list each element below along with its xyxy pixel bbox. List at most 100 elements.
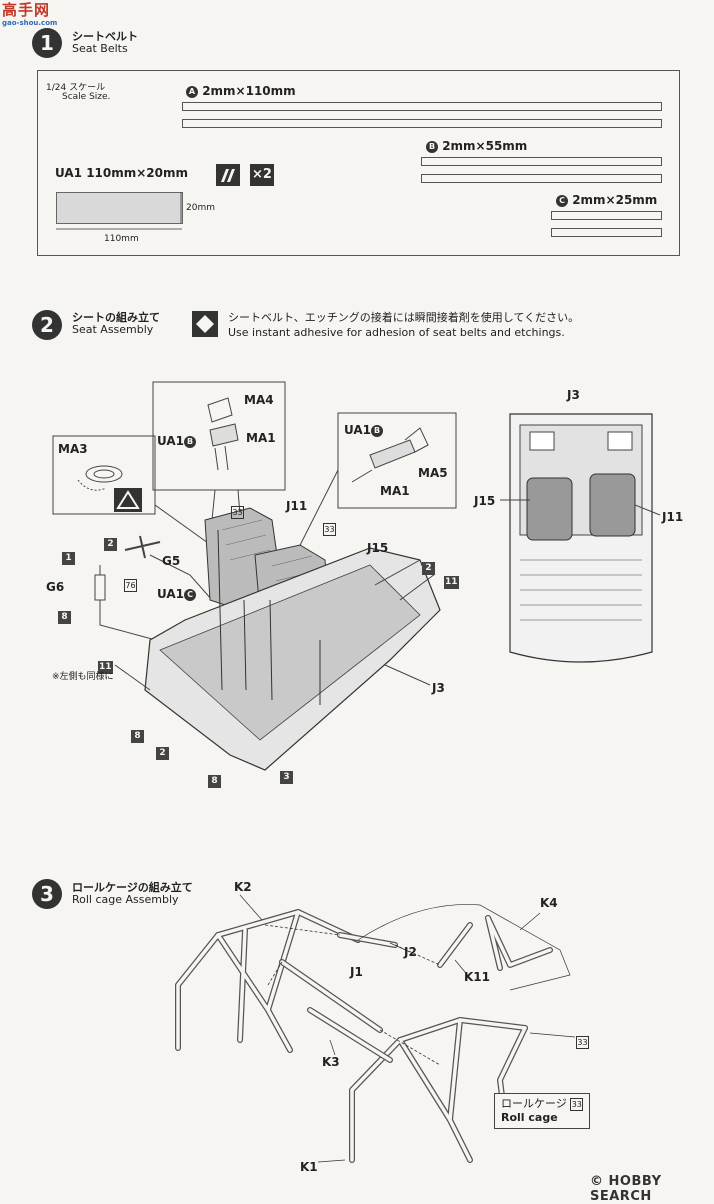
part-j2: J2 <box>404 945 417 959</box>
etching-icon <box>216 164 240 186</box>
roll-cage-legend: ロールケージ 33 Roll cage <box>494 1093 591 1129</box>
belt-c-size: 2mm×25mm <box>572 193 658 207</box>
belt-a-strip-1 <box>182 102 662 111</box>
step-1-title-en: Seat Belts <box>72 42 128 55</box>
part-j3-top: J3 <box>567 388 580 402</box>
ua1-label: UA1 110mm×20mm <box>55 166 189 180</box>
part-g6: G6 <box>46 580 65 594</box>
part-ua1b-2-letter: B <box>371 425 384 437</box>
belt-b-strip-2 <box>421 174 662 183</box>
belt-a-size: 2mm×110mm <box>202 84 296 98</box>
belt-a-letter: A <box>186 86 198 98</box>
tag-2-b: 2 <box>422 555 435 575</box>
scale-label-en: Scale Size. <box>62 92 111 102</box>
tag-8-c-num: 8 <box>208 775 221 788</box>
tag-1: 1 <box>62 545 75 565</box>
tag-3-num: 3 <box>280 771 293 784</box>
part-j11: J11 <box>286 499 308 513</box>
belt-b-size: 2mm×55mm <box>442 139 528 153</box>
tag-2-c-num: 2 <box>156 747 169 760</box>
roll-cage-legend-en: Roll cage <box>501 1111 558 1124</box>
step-2-number: 2 <box>32 310 62 340</box>
step-2-title-jp: シートの組み立て <box>72 311 160 324</box>
tag-33-b-num: 33 <box>323 523 336 536</box>
tag-8-b: 8 <box>131 723 144 743</box>
belt-c-strip-2 <box>551 228 662 237</box>
step-2-note-jp: シートベルト、エッチングの接着には瞬間接着剤を使用してください。 <box>228 311 580 324</box>
tag-1-num: 1 <box>62 552 75 565</box>
watermark-chars: 高手网 <box>2 1 51 19</box>
tag-2-num: 2 <box>104 538 117 551</box>
part-j15: J15 <box>367 541 389 555</box>
belt-b-strip-1 <box>421 157 662 166</box>
part-g5: G5 <box>162 554 181 568</box>
tag-8-num: 8 <box>58 611 71 624</box>
roll-cage-legend-jp: ロールケージ <box>501 1097 567 1110</box>
tag-33-cage-num: 33 <box>576 1036 589 1049</box>
part-ua1c-text: UA1 <box>157 587 185 601</box>
tag-76: 76 <box>124 573 137 592</box>
roll-cage-legend-tag: 33 <box>570 1098 584 1111</box>
belt-c-strip-1 <box>551 211 662 220</box>
step-1-title-jp: シートベルト <box>72 30 138 43</box>
part-k4: K4 <box>540 896 558 910</box>
tag-33-a: 33 <box>231 500 244 519</box>
tag-2-c: 2 <box>156 740 169 760</box>
belt-c-letter: C <box>556 195 568 207</box>
scale-label-jp: 1/24 スケール <box>46 83 106 93</box>
tag-2: 2 <box>104 531 117 551</box>
step-3-title-jp: ロールケージの組み立て <box>72 881 193 894</box>
belt-a-label: A 2mm×110mm <box>186 84 296 98</box>
tag-11-c: 11 <box>98 654 113 674</box>
part-ma4: MA4 <box>244 393 274 407</box>
part-k1: K1 <box>300 1160 318 1174</box>
seat-belt-template-box <box>37 70 680 256</box>
tag-33-a-num: 33 <box>231 506 244 519</box>
tag-8-b-num: 8 <box>131 730 144 743</box>
left-side-note: ※左側も同様に <box>52 672 114 682</box>
part-j11-top: J11 <box>662 510 684 524</box>
belt-b-label: B 2mm×55mm <box>426 139 527 153</box>
step-1-number: 1 <box>32 28 62 58</box>
part-k2: K2 <box>234 880 252 894</box>
quantity-badge: ×2 <box>250 164 274 186</box>
part-j15-top: J15 <box>474 494 496 508</box>
part-j3: J3 <box>432 681 445 695</box>
logo-copyright: © <box>590 1174 604 1189</box>
tag-3: 3 <box>280 764 293 784</box>
ua1-height-label: 20mm <box>186 203 215 213</box>
tag-11-b: 11 <box>444 569 459 589</box>
part-k3: K3 <box>322 1055 340 1069</box>
watermark-url: gao-shou.com <box>2 19 58 27</box>
part-ua1c-letter: C <box>184 589 197 601</box>
tag-8-c: 8 <box>208 768 221 788</box>
tag-8: 8 <box>58 604 71 624</box>
step-3-title-en: Roll cage Assembly <box>72 893 179 906</box>
part-k11: K11 <box>464 970 490 984</box>
tag-33-cage: 33 <box>576 1030 589 1049</box>
tag-11-b-num: 11 <box>444 576 459 589</box>
belt-b-letter: B <box>426 141 438 153</box>
adhesive-icon <box>192 311 218 337</box>
part-ma1-2: MA1 <box>380 484 410 498</box>
part-ua1b-1-text: UA1 <box>157 434 185 448</box>
ua1-template <box>56 192 183 224</box>
part-ma5: MA5 <box>418 466 448 480</box>
part-ua1b-1-letter: B <box>184 436 197 448</box>
belt-c-label: C 2mm×25mm <box>556 193 657 207</box>
part-ma3: MA3 <box>58 442 88 456</box>
ua1-width-label: 110mm <box>104 234 139 244</box>
part-ua1b-2-text: UA1 <box>344 423 372 437</box>
belt-a-strip-2 <box>182 119 662 128</box>
part-j1: J1 <box>350 965 363 979</box>
part-ma1-1: MA1 <box>246 431 276 445</box>
step-2-note-en: Use instant adhesive for adhesion of sea… <box>228 326 565 339</box>
tag-33-b: 33 <box>323 517 336 536</box>
tag-2-b-num: 2 <box>422 562 435 575</box>
step-3-number: 3 <box>32 879 62 909</box>
tag-76-num: 76 <box>124 579 137 592</box>
watermark: 高手网 gao-shou.com <box>2 2 72 29</box>
